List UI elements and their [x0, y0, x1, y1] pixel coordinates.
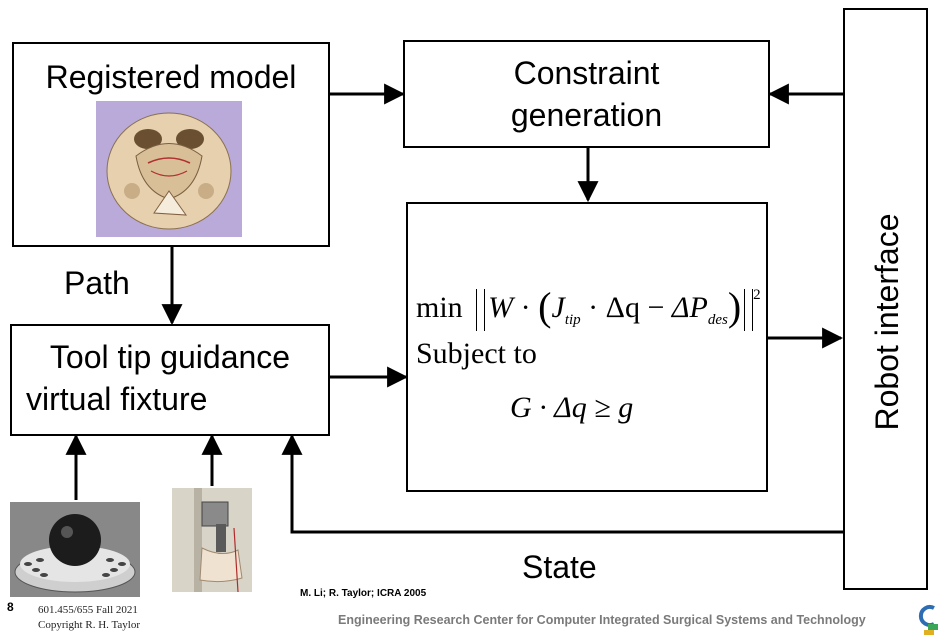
citation-text: M. Li; R. Taylor; ICRA 2005: [300, 588, 427, 599]
norm-bar-right: [744, 289, 754, 332]
state-feedback-line: [281, 433, 843, 534]
subscript-des: des: [707, 312, 728, 328]
constraint-generation-label-line1: Constraint: [513, 55, 660, 91]
copyright-label: Copyright R. H. Taylor: [38, 619, 140, 631]
paren-open: (: [538, 284, 552, 329]
robot-interface-label: Robot interface: [869, 213, 905, 431]
robot-interface-block: Robot interface: [843, 8, 928, 590]
paren-close: ): [727, 284, 742, 329]
course-label: 601.455/655 Fall 2021: [38, 604, 138, 616]
tool-tip-guidance-block: Tool tip guidance virtual fixture: [10, 324, 330, 436]
constraint-generation-label-line2: generation: [510, 97, 663, 133]
power-two: 2: [753, 287, 761, 303]
subject-to-label: Subject to: [416, 337, 537, 370]
dot-1: ·: [520, 291, 531, 324]
optimization-block: min W · (Jtip · Δq − ΔPdes)2 Subject to …: [406, 202, 768, 492]
minus-sign: −: [647, 291, 665, 324]
joystick-device-image: [10, 502, 140, 597]
jacobian-J: J: [551, 291, 565, 324]
registered-model-label: Registered model: [45, 59, 297, 95]
objective-function: min W · (Jtip · Δq − ΔPdes) 2: [416, 270, 766, 332]
state-label: State: [522, 549, 597, 585]
delta-P: ΔP: [671, 291, 708, 324]
registered-model-block: Registered model: [12, 42, 330, 247]
slide-number: 8: [7, 600, 14, 614]
delta-q: Δq: [605, 291, 640, 324]
subscript-tip: tip: [564, 312, 581, 328]
norm-bar-left: [476, 289, 486, 332]
erc-logo-icon: [918, 604, 940, 635]
path-label: Path: [64, 265, 130, 301]
dot-2: ·: [588, 291, 599, 324]
min-operator: min: [416, 291, 463, 324]
tool-tip-label-line2: virtual fixture: [26, 381, 208, 417]
constraint-inequality: G · Δq ≥ g: [510, 391, 634, 424]
tool-tip-label-line1: Tool tip guidance: [49, 339, 291, 375]
handheld-tool-image: [172, 488, 252, 592]
skull-model-image: [96, 101, 242, 237]
constraint-generation-block: Constraint generation: [403, 40, 770, 148]
erc-footer-text: Engineering Research Center for Computer…: [338, 613, 866, 627]
weight-W: W: [488, 291, 514, 324]
